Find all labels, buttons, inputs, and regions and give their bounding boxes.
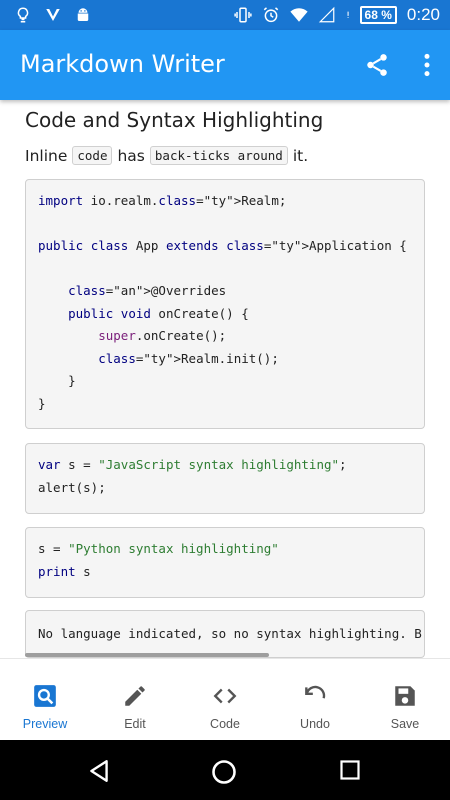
code-content: s = "Python syntax highlighting" print s: [26, 528, 424, 593]
nav-undo[interactable]: Undo: [270, 659, 360, 740]
code-line: super.onCreate();: [98, 328, 227, 343]
download-icon: [46, 9, 60, 21]
code-block-plain[interactable]: No language indicated, so no syntax high…: [25, 610, 425, 658]
nav-label: Preview: [22, 717, 68, 731]
battery-alert-icon: [347, 11, 349, 18]
android-icon: [77, 8, 89, 21]
code-line: }: [38, 395, 46, 411]
nav-code[interactable]: Code: [180, 659, 270, 740]
nav-label: Edit: [124, 717, 146, 731]
nav-label: Undo: [300, 717, 330, 731]
text-fragment: it.: [292, 146, 309, 165]
code-line: class="an">@Overrides: [68, 283, 227, 298]
undo-icon: [305, 685, 326, 699]
code-block-java: import io.realm.class="ty">Realm; public…: [25, 179, 425, 429]
code-block-javascript: var s = "JavaScript syntax highlighting"…: [25, 443, 425, 514]
code-line: alert(s);: [38, 479, 106, 495]
code-line: class="ty">Realm.init();: [98, 350, 279, 366]
share-icon[interactable]: [364, 52, 390, 78]
system-navigation-bar: [0, 740, 450, 800]
nav-preview[interactable]: Preview: [0, 659, 90, 740]
code-line: }: [38, 373, 76, 388]
recents-icon[interactable]: [338, 758, 362, 782]
app-bar: Markdown Writer: [0, 30, 450, 100]
app-title: Markdown Writer: [20, 50, 225, 78]
clock: 0:20: [406, 5, 440, 24]
text-fragment: Inline: [25, 146, 68, 165]
code-line: s = "Python syntax highlighting": [38, 541, 279, 556]
code-line: public class App extends class="ty">Appl…: [38, 238, 407, 253]
code-block-python: s = "Python syntax highlighting" print s: [25, 527, 425, 598]
back-icon[interactable]: [86, 758, 112, 784]
status-bar: 68 % 0:20: [0, 0, 450, 30]
lightbulb-icon: [17, 7, 29, 23]
text-fragment: has: [117, 146, 145, 165]
horizontal-scrollbar[interactable]: [25, 653, 269, 657]
alarm-icon: [263, 7, 278, 23]
bottom-navigation: Preview Edit Code Undo Save: [0, 658, 450, 740]
vibrate-icon: [233, 7, 252, 23]
code-line: No language indicated, so no syntax high…: [38, 626, 422, 641]
inline-code: code: [72, 146, 113, 165]
code-line: import io.realm.class="ty">Realm;: [38, 193, 287, 208]
signal-icon: [318, 6, 334, 23]
code-line: var s = "JavaScript syntax highlighting"…: [38, 457, 347, 472]
inline-code: back-ticks around: [149, 146, 288, 165]
pencil-icon: [125, 686, 145, 706]
preview-search-icon: [34, 685, 56, 707]
more-vert-icon[interactable]: [422, 52, 432, 78]
code-content: var s = "JavaScript syntax highlighting"…: [26, 444, 424, 509]
code-brackets-icon: [213, 688, 237, 704]
code-content: No language indicated, so no syntax high…: [26, 611, 424, 656]
nav-label: Save: [390, 717, 420, 731]
inline-code-paragraph: Inline code has back-ticks around it.: [25, 146, 308, 165]
code-line: public void onCreate() {: [68, 305, 249, 321]
wifi-icon: [289, 8, 308, 22]
save-floppy-icon: [395, 686, 415, 706]
nav-save[interactable]: Save: [360, 659, 450, 740]
nav-edit[interactable]: Edit: [90, 659, 180, 740]
code-line: print s: [38, 563, 91, 579]
home-icon[interactable]: [210, 758, 238, 786]
markdown-preview[interactable]: Code and Syntax Highlighting Inline code…: [0, 100, 450, 658]
code-content: import io.realm.class="ty">Realm; public…: [26, 180, 424, 425]
section-heading: Code and Syntax Highlighting: [25, 108, 324, 132]
battery-percent: 68 %: [359, 6, 397, 24]
nav-label: Code: [210, 717, 240, 731]
battery-indicator: 68 %: [346, 6, 397, 24]
